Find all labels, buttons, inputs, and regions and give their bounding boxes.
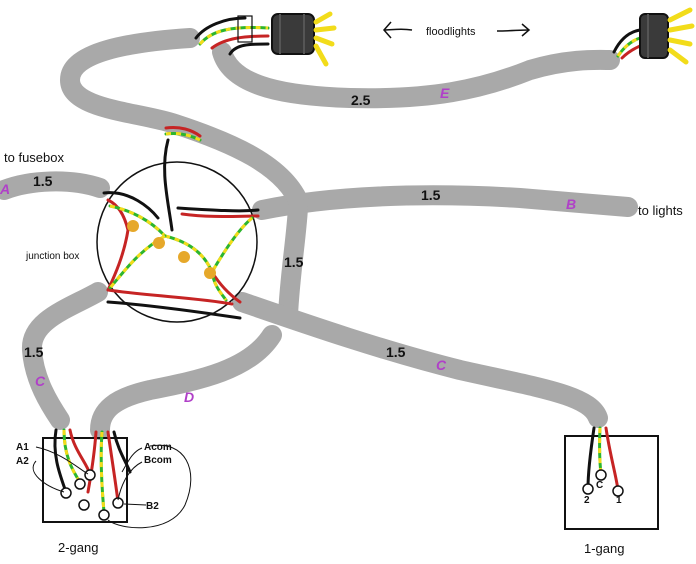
- terminal: [78, 499, 90, 511]
- cable-letter-e: E: [440, 85, 450, 101]
- two-gang-box: [42, 437, 128, 523]
- cable-junction-down: [278, 198, 308, 325]
- junction-wires: [102, 138, 260, 320]
- cable-d: [90, 325, 282, 440]
- cable-e: [212, 42, 620, 109]
- connector-dot: [127, 220, 139, 232]
- terminal-label-b2: B2: [146, 501, 159, 512]
- terminal: [60, 487, 72, 499]
- terminal-label-c: C: [596, 480, 603, 491]
- label-one-gang: 1-gang: [584, 541, 624, 556]
- connector-dot: [153, 237, 165, 249]
- cable-b: [252, 185, 638, 220]
- one-gang-box: [564, 435, 659, 530]
- two-gang-leaders: [32, 444, 192, 529]
- arrow-left-icon: [383, 21, 413, 39]
- terminal: [582, 483, 594, 495]
- floodlight-left-wires: [194, 15, 270, 56]
- cable-size-c-left: 1.5: [24, 344, 44, 360]
- cable-a: [0, 171, 110, 200]
- cable-c-left: [22, 282, 108, 430]
- terminal-label-bcom: Bcom: [144, 455, 172, 466]
- terminal: [612, 485, 624, 497]
- cable-c-right: [232, 292, 608, 428]
- terminal-label-a2: A2: [16, 456, 29, 467]
- cable-size-c-right: 1.5: [386, 344, 406, 360]
- cable-letter-c-right: C: [436, 357, 447, 373]
- arrow-right-icon: [496, 23, 531, 37]
- cable-letter-c-left: C: [35, 373, 46, 389]
- label-to-lights: to lights: [638, 203, 683, 218]
- terminal: [74, 478, 86, 490]
- cable-size-a: 1.5: [33, 173, 53, 189]
- cable-size-b: 1.5: [421, 187, 441, 203]
- connector-dot: [204, 267, 216, 279]
- connector-dot: [178, 251, 190, 263]
- terminal-label-1: 1: [616, 495, 622, 506]
- floodlight-icon: [639, 7, 695, 65]
- cable-letter-b: B: [566, 196, 576, 212]
- floodlight-right-wires: [612, 28, 642, 60]
- terminal-label-acom: Acom: [144, 442, 172, 453]
- floodlight-icon: [271, 11, 337, 67]
- label-junction-box: junction box: [25, 251, 79, 262]
- label-two-gang: 2-gang: [58, 540, 98, 555]
- cable-e-wire-stub: [164, 126, 202, 142]
- terminal-label-2: 2: [584, 495, 590, 506]
- cable-size-junction-down: 1.5: [284, 254, 304, 270]
- cable-letter-d: D: [184, 389, 194, 405]
- cable-e-loop: [60, 28, 310, 215]
- cable-letter-a: A: [0, 181, 10, 197]
- terminal: [595, 469, 607, 481]
- label-floodlights: floodlights: [426, 26, 476, 38]
- label-to-fusebox: to fusebox: [4, 150, 64, 165]
- cable-size-e: 2.5: [351, 92, 371, 108]
- terminal-label-a1: A1: [16, 442, 29, 453]
- junction-box: [96, 161, 258, 323]
- terminal: [84, 469, 96, 481]
- terminal: [98, 509, 110, 521]
